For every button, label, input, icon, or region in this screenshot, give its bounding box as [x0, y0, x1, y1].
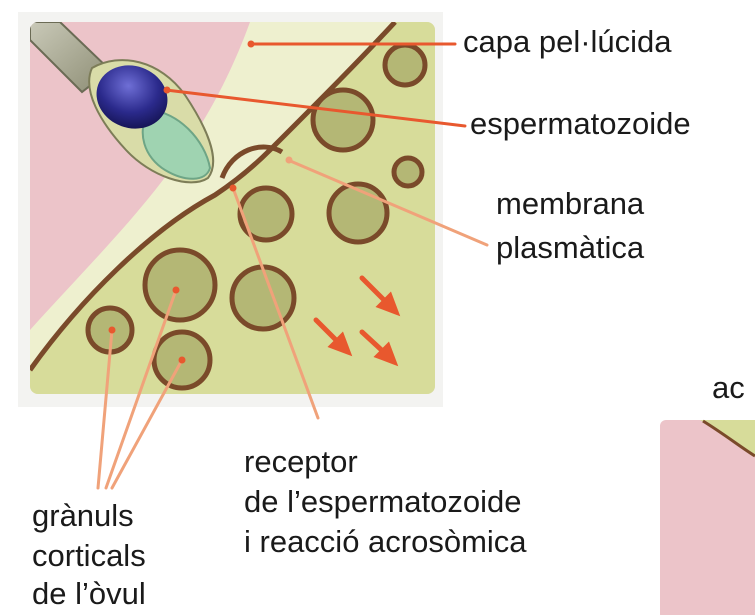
label-receptor-line1: receptor [244, 444, 358, 480]
zona-pointer-dot [248, 41, 255, 48]
second-panel-fragment [660, 420, 755, 615]
cortical-granule [232, 267, 294, 329]
label-receptor-line3: i reacció acrosòmica [244, 524, 527, 560]
receptor-pointer-dot [230, 185, 237, 192]
label-granules-line2: corticals [32, 538, 146, 574]
cortical-granule [145, 250, 215, 320]
cortical-granule [329, 184, 387, 242]
inset-square [30, 22, 435, 394]
granule-pointer-dot [173, 287, 180, 294]
granule-pointer-dot [109, 327, 116, 334]
label-granules-line1: grànuls [32, 498, 134, 534]
label-granules-line3: de l’òvul [32, 576, 146, 612]
label-receptor-line2: de l’espermatozoide [244, 484, 521, 520]
second-panel-zona [660, 420, 755, 615]
cortical-granule [394, 158, 422, 186]
label-sperm: espermatozoide [470, 106, 691, 142]
label-membrane-line1: membrana [496, 186, 644, 222]
sperm-pointer-dot [164, 87, 171, 94]
membrane-pointer-dot [286, 157, 293, 164]
label-cropped-fragment: ac [712, 370, 745, 406]
cortical-granule [313, 90, 373, 150]
label-membrane-line2: plasmàtica [496, 230, 644, 266]
label-zona-pellucida: capa pel·lúcida [463, 24, 672, 60]
cortical-granule [385, 45, 425, 85]
granule-pointer-dot [179, 357, 186, 364]
